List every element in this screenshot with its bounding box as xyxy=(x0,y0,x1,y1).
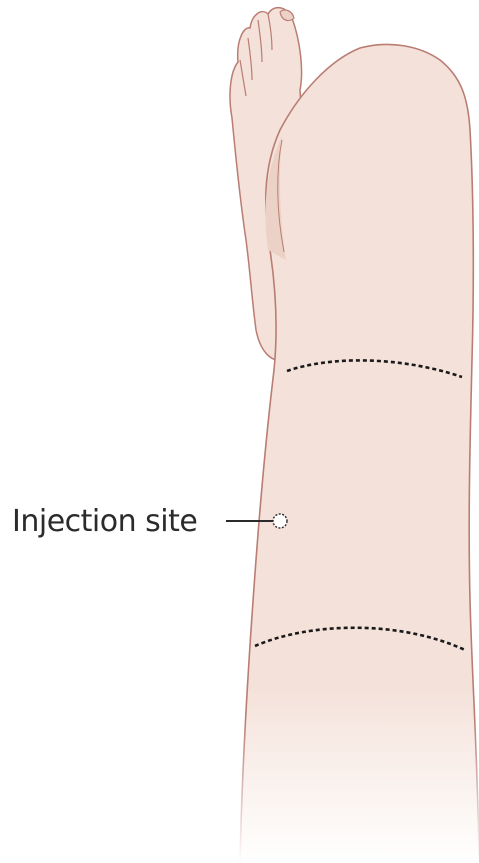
injection-site-label: Injection site xyxy=(12,504,197,539)
injection-site-marker xyxy=(226,514,287,528)
injection-site-circle xyxy=(273,514,287,528)
thigh xyxy=(240,44,479,863)
